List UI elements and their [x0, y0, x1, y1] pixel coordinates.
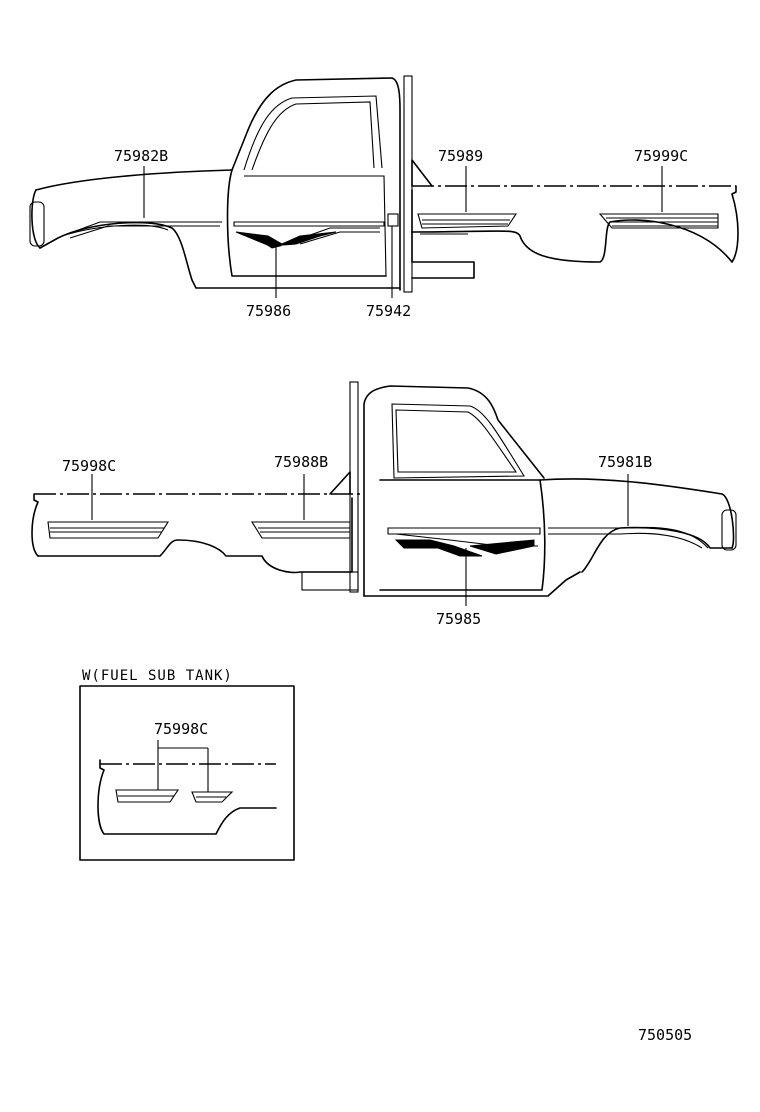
- bottom-truck-view: 75998C 75988B 75981B 75985: [31, 381, 737, 628]
- top-rear-bed-stripe-decal: [598, 213, 719, 229]
- callout-label: 75985: [436, 610, 481, 628]
- bottom-rear-bed-stripe-decal: [47, 521, 169, 539]
- callout-label: 75998C: [62, 457, 116, 475]
- fuel-sub-tank-inset: W(FUEL SUB TANK) 75998C: [79, 668, 295, 861]
- diagram-code: 750505: [638, 1026, 692, 1044]
- top-door-stripe-decal: [233, 213, 399, 249]
- bottom-door-stripe-decal: [387, 527, 541, 557]
- top-truck-view: 75982B 75989 75999C 75986 75942: [29, 75, 739, 320]
- callout-label: 75988B: [274, 453, 328, 471]
- top-front-bed-stripe-decal: [417, 213, 518, 229]
- inset-stripe-decals: [115, 789, 234, 803]
- bottom-front-stripe-decal: [548, 526, 709, 549]
- inset-frame: [79, 685, 295, 861]
- callout-label: 75999C: [634, 147, 688, 165]
- callout-label: 75981B: [598, 453, 652, 471]
- bottom-front-bed-stripe-decal: [251, 521, 351, 539]
- callout-label: 75986: [246, 302, 291, 320]
- callout-label: 75998C: [154, 720, 208, 738]
- top-front-stripe-decal: [61, 221, 222, 239]
- callout-label: 75982B: [114, 147, 168, 165]
- callout-label: 75989: [438, 147, 483, 165]
- callout-label: 75942: [366, 302, 411, 320]
- inset-title: W(FUEL SUB TANK): [82, 668, 233, 684]
